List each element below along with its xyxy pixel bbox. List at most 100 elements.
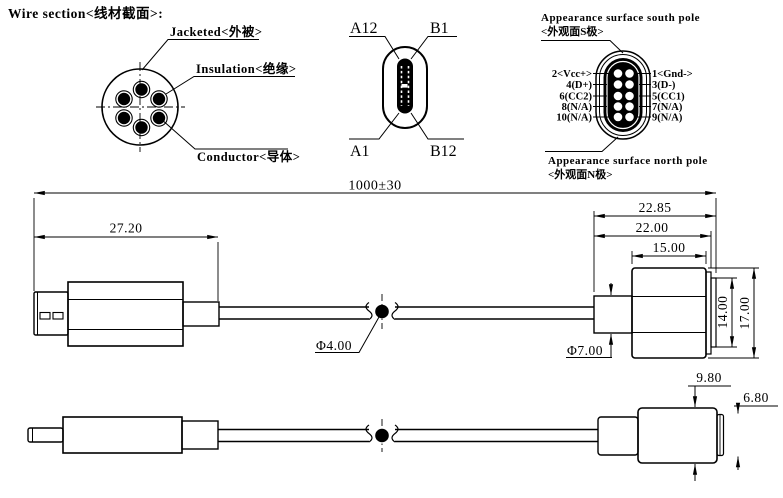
conductor-label: Conductor<导体> [197, 149, 300, 164]
usbc-shell-tip [27, 427, 64, 443]
b1-leader-line [410, 36, 457, 60]
south-pole-title: Appearance surface south pole [541, 12, 700, 24]
insulation-callout: Insulation<绝缘> [165, 61, 296, 95]
pogo-pins [613, 69, 634, 122]
magnet-face-body [603, 58, 643, 132]
north-pole-title: Appearance surface north pole [548, 155, 708, 167]
dim-side-tip-diameter: 6.80 [743, 390, 769, 405]
wire-strands [115, 80, 168, 137]
pin-label: 2<Vcc+> [552, 69, 592, 80]
pogo-pin [625, 69, 634, 78]
wire-strand [132, 80, 151, 99]
pin-label: 6(CC2) [559, 92, 592, 103]
cable-section-dot [375, 428, 389, 443]
magnet-neck [593, 295, 633, 334]
pin-b12-label: B12 [430, 143, 457, 160]
pin-labels-right: 1<Gnd-> 3(D-) 5(CC1) 7(N/A) 9(N/A) [637, 69, 693, 124]
break-line [365, 424, 373, 443]
wire-strand [115, 90, 133, 108]
dim-side-body-diameter: 9.80 [696, 370, 722, 385]
pin-b1-label: B1 [430, 20, 449, 37]
cable-diameter-leader [315, 316, 380, 353]
shell-latch-window [39, 311, 51, 320]
cable-section-dot [375, 304, 389, 319]
pogo-pin [625, 80, 634, 89]
pin-label: 5(CC1) [652, 92, 685, 103]
pogo-pin [613, 69, 623, 78]
usbc-plug-side-view [27, 416, 219, 454]
jacketed-label: Jacketed<外被> [170, 24, 262, 39]
pin-label: 7(N/A) [652, 102, 683, 113]
jacket-callout: Jacketed<外被> [141, 24, 262, 71]
cable-side-view: 9.80 6.80 [27, 370, 778, 481]
dim-body-diameter: 17.00 [737, 297, 752, 330]
magnet-face-outer-ring [595, 50, 651, 140]
break-line [391, 424, 399, 443]
pogo-pin [625, 102, 634, 111]
usbc-plug-top-view [33, 281, 220, 347]
magnet-connector-top-view [593, 267, 717, 359]
north-pole-leader-line [545, 136, 619, 152]
pin-label: 4(D+) [566, 80, 592, 91]
b12-leader-line [410, 112, 464, 140]
dim-overall-length: 1000±30 [348, 179, 401, 194]
pogo-pin [613, 91, 623, 101]
wire-section-title: Wire section<线材截面>: [8, 5, 163, 21]
a12-leader-line [349, 36, 400, 60]
plug-strain-relief [182, 301, 220, 327]
conductor-leader-line [160, 118, 288, 150]
magnet-face-middle-ring [599, 54, 647, 136]
a1-leader-line [349, 112, 400, 140]
pin-label: 1<Gnd-> [652, 69, 693, 80]
magnet-body [631, 267, 707, 359]
magnet-tip-ring [710, 277, 717, 348]
wire-strand [150, 109, 168, 127]
dim-plug-length: 27.20 [110, 221, 143, 236]
insulation-leader-line [165, 76, 295, 95]
pin-label: 10(N/A) [556, 113, 592, 124]
cable-jacket-circle [101, 68, 179, 146]
insulation-label: Insulation<绝缘> [196, 61, 296, 76]
dim-connector-with-ring-length: 22.00 [636, 220, 669, 235]
plug-overmold-body [62, 416, 183, 454]
dim-connector-body-length: 15.00 [653, 240, 686, 255]
wire-strand [150, 90, 168, 108]
dim-cable-diameter: Φ4.00 [316, 338, 352, 353]
usbc-shell-outline [382, 46, 428, 129]
pogo-pin [613, 102, 623, 111]
usbc-center-contact [401, 84, 408, 88]
magnet-body [637, 407, 718, 464]
south-pole-leader-line [541, 40, 624, 54]
break-line [391, 302, 399, 320]
magnet-connector-side-view [597, 407, 725, 464]
cable-top-view: 1000±30 27.20 Φ4.00 [33, 179, 759, 359]
magnet-tip-ring [716, 413, 725, 457]
dim-neck-diameter: Φ7.00 [567, 343, 603, 358]
pogo-pin [625, 112, 634, 122]
jacket-leader-line [141, 39, 259, 71]
pin-labels-left: 2<Vcc+> 4(D+) 6(CC2) 8(N/A) 10(N/A) [552, 69, 609, 124]
pin-a12-label: A12 [350, 20, 378, 37]
conductor-callout: Conductor<导体> [160, 118, 300, 164]
wire-section-figure: Wire section<线材截面>: Jacketed<外被> Insulat… [8, 5, 300, 164]
pin-label: 3(D-) [652, 80, 676, 91]
dim-ring-diameter: 14.00 [715, 296, 730, 329]
pin-label: 8(N/A) [562, 102, 593, 113]
cable-run-side [218, 419, 598, 452]
pogo-pin [625, 91, 634, 101]
shell-latch-window [52, 311, 64, 320]
dim-connector-total-length: 22.85 [639, 200, 672, 215]
usbc-face-figure: A12 B1 A1 B12 [349, 20, 464, 160]
wire-strand [115, 109, 133, 127]
magnet-neck [597, 416, 639, 456]
pinout-figure: Appearance surface south pole <外观面S极> 2<… [541, 12, 708, 181]
plug-strain-relief [181, 420, 219, 450]
wire-strand [132, 118, 151, 137]
south-pole-subtitle: <外观面S极> [541, 24, 604, 38]
plug-overmold-body [67, 281, 184, 347]
pin-label: 9(N/A) [652, 113, 683, 124]
magnet-face-inner-ring [606, 60, 640, 130]
pogo-pin [613, 112, 623, 122]
